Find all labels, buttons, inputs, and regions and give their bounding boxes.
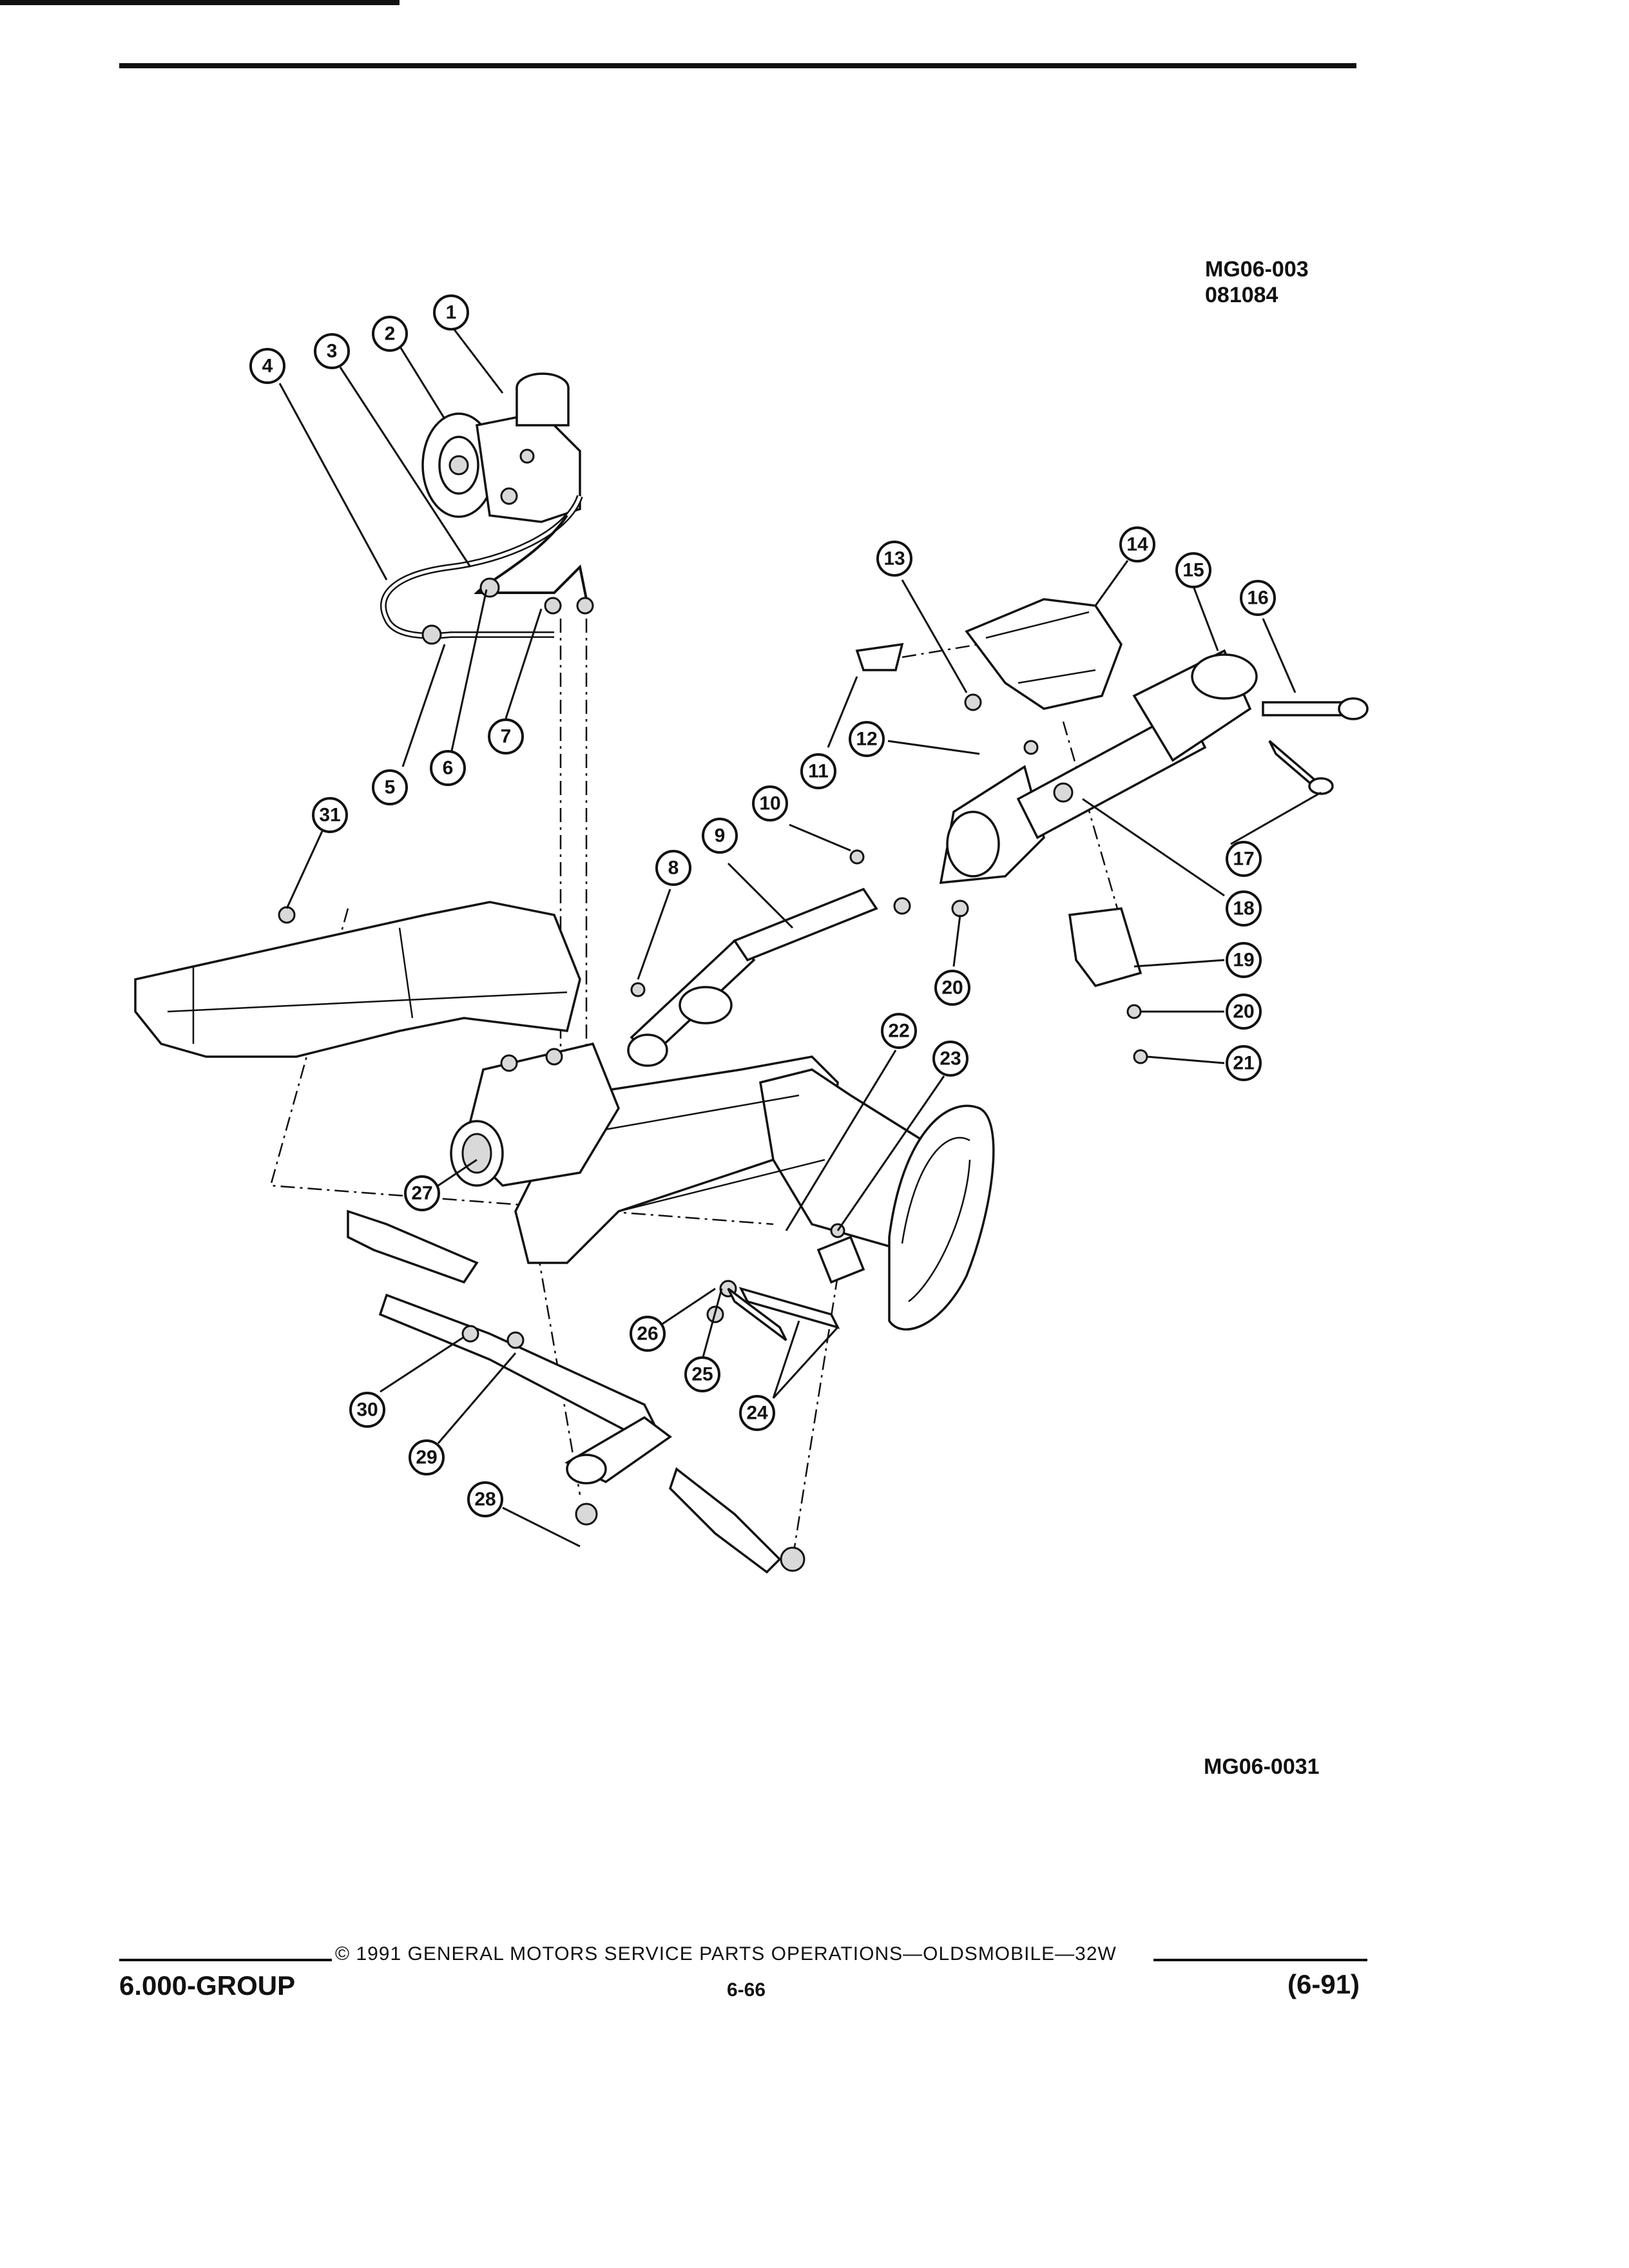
svg-text:4: 4 [262,356,273,377]
svg-text:28: 28 [474,1489,496,1510]
callout-17: 17 [1226,841,1262,877]
svg-text:26: 26 [637,1323,658,1345]
svg-text:10: 10 [759,793,780,814]
svg-text:7: 7 [501,726,512,747]
callout-27: 27 [404,1175,440,1211]
callout-20-bracket-washer: 20 [1226,994,1262,1030]
svg-text:2: 2 [385,323,396,345]
support-brackets-art [855,598,1148,1064]
callout-8: 8 [655,850,691,886]
brake-rotor-art [888,1104,995,1331]
diagram-code-line1: MG06-003 [1205,257,1309,282]
corner-rule [0,0,400,5]
svg-text:8: 8 [668,858,679,879]
footer-rule-right [1153,1959,1367,1961]
diagram-code-line2: 081084 [1205,283,1278,307]
svg-text:13: 13 [883,548,905,570]
footer-page-number: 6-66 [727,1979,766,2001]
callout-7: 7 [488,718,524,754]
svg-text:18: 18 [1233,898,1254,919]
intermediate-shaft-art [627,849,969,1067]
callout-14: 14 [1119,526,1155,562]
footer-group: 6.000-GROUP [119,1970,296,2001]
callout-22: 22 [881,1013,917,1049]
svg-text:12: 12 [856,729,877,750]
header-rule [119,63,1356,68]
callout-29: 29 [409,1439,445,1475]
svg-text:24: 24 [746,1403,768,1424]
callout-20-pinch-bolt-nut: 20 [934,970,970,1006]
callout-2: 2 [372,316,408,352]
callout-21: 21 [1226,1045,1262,1081]
callout-1: 1 [433,294,469,331]
callout-10: 10 [752,785,788,822]
assembly-line-4 [527,1198,581,1495]
svg-text:6: 6 [443,758,454,779]
svg-text:17: 17 [1233,849,1254,870]
footer-rule-left [119,1959,332,1961]
steering-column-art [939,649,1369,884]
steering-linkage-art [278,906,865,1574]
callout-31: 31 [312,797,348,833]
svg-text:30: 30 [356,1399,378,1421]
hose-lines-art [380,495,594,645]
callout-6: 6 [430,750,466,786]
callout-16: 16 [1240,580,1276,616]
diagram-code-bottom: MG06-0031 [1204,1754,1320,1779]
svg-text:3: 3 [327,341,338,362]
callout-19: 19 [1226,942,1262,978]
svg-text:25: 25 [691,1364,713,1385]
svg-text:27: 27 [411,1183,432,1204]
callout-23: 23 [932,1041,969,1077]
svg-text:22: 22 [888,1021,909,1042]
callout-3: 3 [314,333,350,369]
svg-text:23: 23 [940,1048,961,1070]
svg-text:9: 9 [715,825,726,847]
callout-24: 24 [739,1395,775,1431]
callout-11: 11 [800,753,836,789]
callout-9: 9 [702,818,738,854]
svg-text:29: 29 [416,1447,437,1468]
svg-text:5: 5 [385,777,396,798]
steering-gear-art [450,1042,620,1187]
svg-text:16: 16 [1247,588,1268,609]
svg-text:21: 21 [1233,1053,1254,1074]
footer-copyright: © 1991 GENERAL MOTORS SERVICE PARTS OPER… [335,1943,1117,1965]
leader-lines [278,325,1322,1548]
diagram-code-top: MG06-003 081084 [1205,256,1309,308]
svg-text:20: 20 [1233,1001,1254,1023]
callout-25: 25 [684,1356,720,1392]
callout-13: 13 [876,541,912,577]
callout-28: 28 [467,1481,503,1517]
power-steering-pump-art [421,372,581,523]
svg-text:15: 15 [1182,560,1204,581]
svg-text:14: 14 [1126,534,1148,555]
callout-12: 12 [849,721,885,757]
footer-date-code: (6-91) [1287,1969,1360,1999]
callout-4: 4 [249,348,285,384]
callout-15: 15 [1175,552,1211,588]
callout-5: 5 [372,769,408,805]
callout-18: 18 [1226,890,1262,927]
callout-26: 26 [630,1316,666,1352]
svg-text:11: 11 [808,761,829,782]
callout-30: 30 [349,1392,385,1428]
svg-text:20: 20 [941,977,963,999]
svg-text:19: 19 [1233,950,1254,971]
svg-text:1: 1 [446,302,457,323]
svg-text:31: 31 [319,805,340,826]
